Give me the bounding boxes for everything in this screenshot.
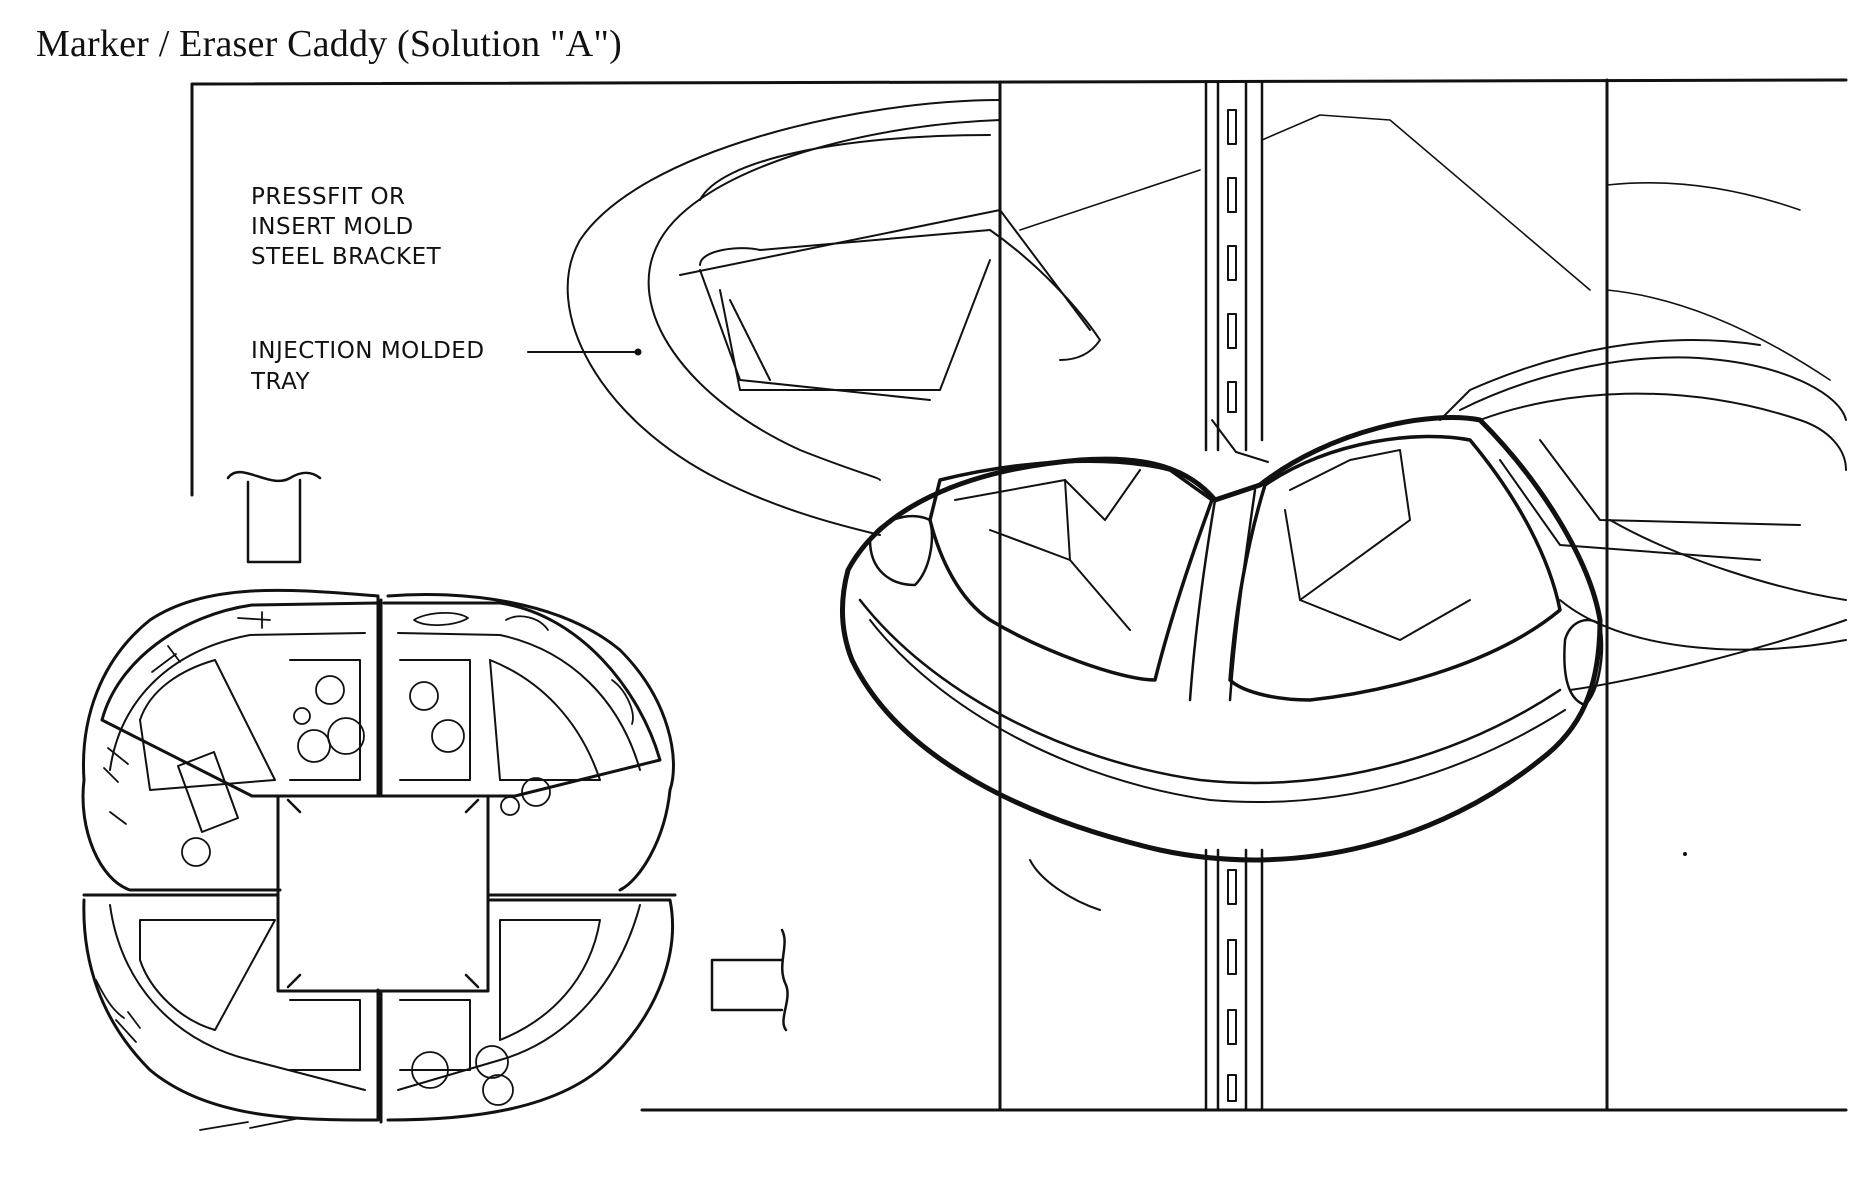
- tray-label-line-1: INJECTION MOLDED: [251, 338, 485, 364]
- section-break-right: [710, 928, 789, 1032]
- background-lines: [1019, 114, 1831, 381]
- callout-bracket: PRESSFIT OR INSERT MOLD STEEL BRACKET: [251, 184, 442, 270]
- top-view-caddy: [81, 588, 677, 1131]
- back-right-tray: [1439, 339, 1847, 691]
- front-tray: [839, 415, 1687, 911]
- bracket-label-line-1: PRESSFIT OR: [251, 184, 406, 210]
- drawing-title: Marker / Eraser Caddy (Solution "A"): [36, 23, 622, 65]
- wall-panel: [190, 78, 1848, 1112]
- section-break-top: [226, 470, 322, 564]
- callout-tray: INJECTION MOLDED TRAY: [250, 338, 642, 395]
- slotted-standard: [1204, 80, 1269, 1112]
- bracket-label-line-2: INSERT MOLD: [251, 214, 414, 240]
- back-left-tray: [566, 99, 1101, 536]
- bracket-label-line-3: STEEL BRACKET: [251, 244, 442, 270]
- tray-label-line-2: TRAY: [250, 369, 311, 395]
- center-column: [276, 794, 490, 993]
- standard-slots: [1227, 109, 1237, 1102]
